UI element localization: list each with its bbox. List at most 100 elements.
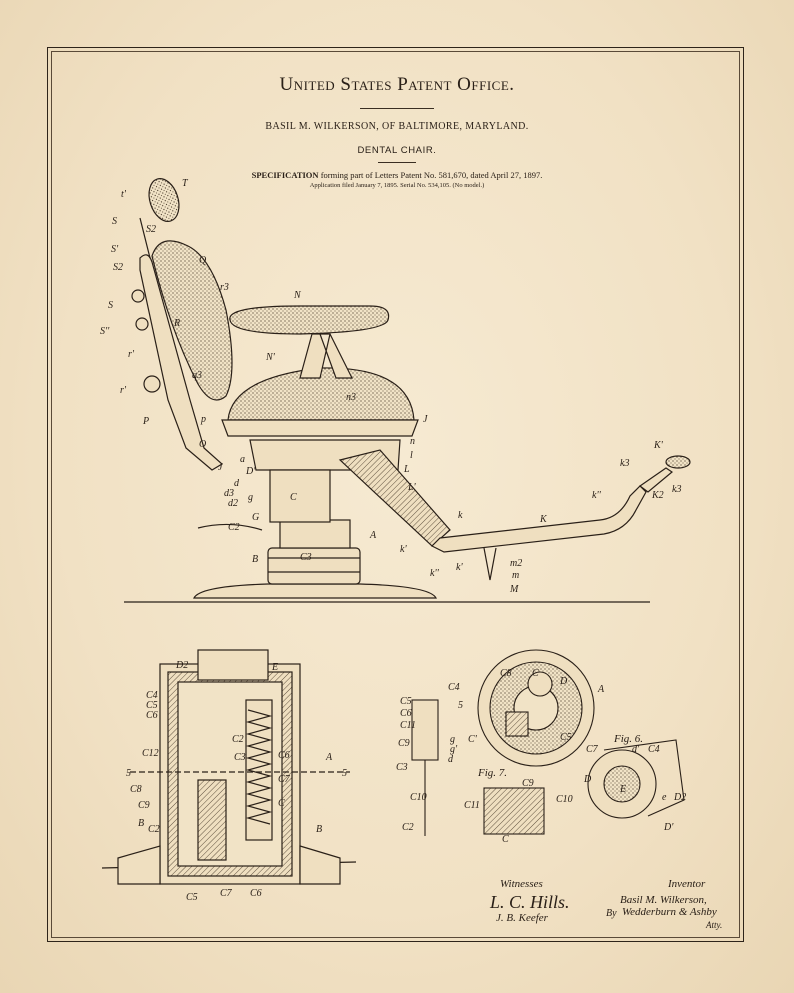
reference-label: D xyxy=(583,774,592,785)
reference-label: k3 xyxy=(620,458,629,469)
reference-label: q3 xyxy=(192,370,202,381)
reference-label: C6 xyxy=(400,708,412,719)
base-plate xyxy=(193,583,437,599)
reference-label: K' xyxy=(653,440,664,451)
reference-label: Q xyxy=(199,255,207,266)
reference-label: D2 xyxy=(175,660,188,671)
reference-label: C9 xyxy=(398,738,410,749)
reference-label: O xyxy=(199,439,206,450)
inventor-line: BASIL M. WILKERSON, OF BALTIMORE, MARYLA… xyxy=(265,121,529,132)
reference-label: K xyxy=(539,514,548,525)
reference-label: d xyxy=(234,478,240,489)
attorney-abbrev: Atty. xyxy=(706,920,723,930)
lever-arm xyxy=(338,449,451,547)
reference-label: J xyxy=(423,414,428,425)
reference-label: 5 xyxy=(458,700,463,711)
seat-frame xyxy=(221,419,419,437)
reference-label: C10 xyxy=(410,792,427,803)
reference-label: 5 xyxy=(342,768,347,779)
reference-label: C8 xyxy=(500,668,512,679)
reference-label: J xyxy=(218,462,223,473)
reference-label: S2 xyxy=(146,224,156,235)
figure-1-labels: t' T S S2 S' S2 Q r3 N S S'' R N' r' q3 … xyxy=(100,178,681,595)
reference-label: K2 xyxy=(651,490,664,501)
gear-housing xyxy=(269,469,331,523)
reference-label: C9 xyxy=(138,800,150,811)
reference-label: C2 xyxy=(402,822,414,833)
reference-label: S xyxy=(108,300,113,311)
reference-label: C7 xyxy=(278,774,291,785)
back-frame xyxy=(139,254,224,471)
reference-label: t' xyxy=(121,189,127,200)
reference-label: G xyxy=(252,512,259,523)
reference-label: S'' xyxy=(100,326,110,337)
reference-label: C3 xyxy=(234,752,246,763)
inventor-label: Inventor xyxy=(668,878,706,890)
reference-label: n3 xyxy=(346,392,356,403)
witness-signature-2: J. B. Keefer xyxy=(496,912,548,924)
reference-label: k' xyxy=(400,544,407,555)
reference-label: a xyxy=(240,454,245,465)
reference-label: C4 xyxy=(146,690,158,701)
reference-label: C11 xyxy=(400,720,416,731)
arm-support xyxy=(299,333,353,379)
sectional-labels: D2 E C4 C5 C6 C12 C2 C3 C6 A 5 5 C8 C9 C… xyxy=(126,660,347,903)
reference-label: B xyxy=(138,818,144,829)
reference-label: r' xyxy=(128,349,135,360)
reference-label: C4 xyxy=(448,682,460,693)
outer-border xyxy=(47,47,744,942)
reference-label: n xyxy=(410,436,415,447)
reference-label: k'' xyxy=(592,490,602,501)
reference-label: g xyxy=(450,734,455,745)
head-rest xyxy=(148,178,180,222)
reference-label: d3 xyxy=(224,488,234,499)
piston xyxy=(197,779,227,861)
reference-label: Fig. 6. xyxy=(613,733,643,745)
reference-label: l xyxy=(410,450,413,461)
spring-chamber xyxy=(245,699,273,841)
specification-line: SPECIFICATION forming part of Letters Pa… xyxy=(0,170,794,180)
pedal-tread xyxy=(665,455,691,469)
reference-label: g xyxy=(248,492,253,503)
reference-label: C5 xyxy=(560,732,572,743)
reference-label: D xyxy=(559,676,568,687)
reference-label: C xyxy=(502,834,509,845)
reference-label: C3 xyxy=(300,552,312,563)
reference-label: L' xyxy=(407,482,417,493)
figure-detail-views xyxy=(411,649,685,836)
subject-rule xyxy=(378,162,416,163)
column xyxy=(279,519,351,549)
reference-label: C11 xyxy=(464,800,480,811)
reference-label: C12 xyxy=(142,748,159,759)
title-rule xyxy=(360,108,434,109)
attorney-signature: Wedderburn & Ashby xyxy=(622,906,717,918)
reference-label: T xyxy=(182,178,189,189)
reference-label: d' xyxy=(632,744,640,755)
arm-rest xyxy=(229,305,390,335)
reference-label: C2 xyxy=(148,824,160,835)
spec-prefix: SPECIFICATION xyxy=(251,170,319,180)
reference-label: A xyxy=(369,530,377,541)
reference-label: C' xyxy=(468,734,478,745)
reference-label: C5 xyxy=(186,892,198,903)
coil-spring xyxy=(245,709,273,825)
reference-label: C xyxy=(290,492,297,503)
reference-label: e xyxy=(662,792,667,803)
reference-label: C6 xyxy=(278,750,290,761)
reference-label: C4 xyxy=(648,744,660,755)
reference-label: 5 xyxy=(126,768,131,779)
reference-label: k xyxy=(458,510,463,521)
reference-label: C7 xyxy=(586,744,599,755)
pedestal-drum xyxy=(267,547,361,585)
reference-label: S' xyxy=(111,244,119,255)
reference-label: R xyxy=(173,318,180,329)
valve-assembly xyxy=(411,699,439,761)
reference-label: C8 xyxy=(130,784,142,795)
back-cushion xyxy=(151,240,233,401)
reference-label: r' xyxy=(120,385,127,396)
reference-label: D' xyxy=(245,466,256,477)
patent-office-title: United States Patent Office. xyxy=(279,74,515,95)
fig7-bracket xyxy=(483,787,545,835)
foot-pedal-lever xyxy=(430,485,647,553)
reference-label: B xyxy=(316,824,322,835)
